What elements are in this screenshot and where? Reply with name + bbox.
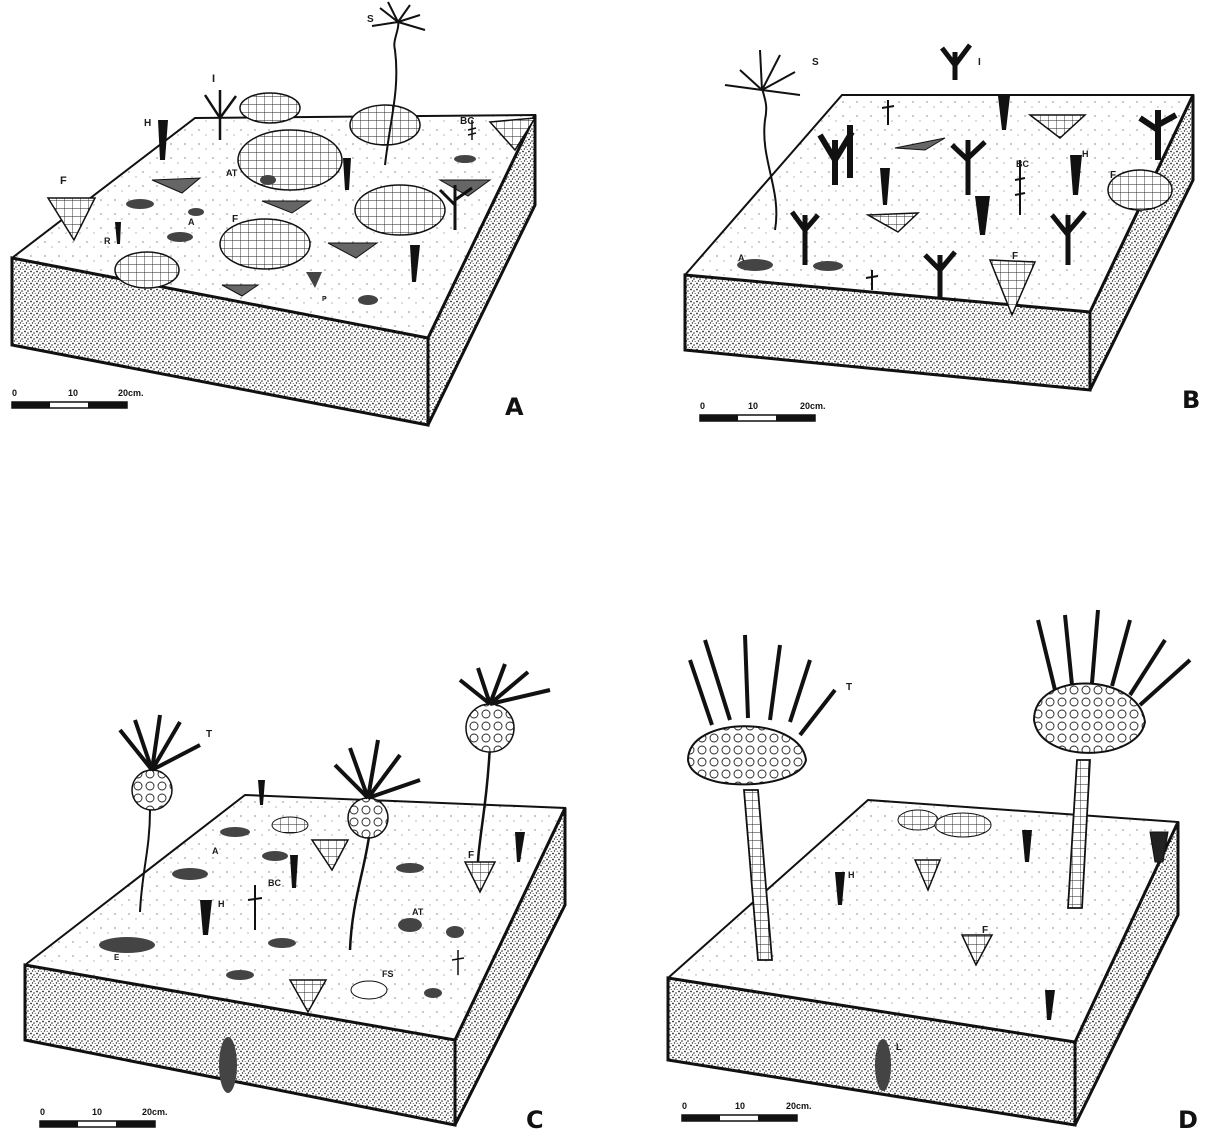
organism-label-h: H <box>1082 149 1089 159</box>
panel-b: S I H BC F A F 0 10 20cm. B <box>685 45 1200 421</box>
organism-label-a: A <box>738 253 745 263</box>
organism-label-bc: BC <box>460 116 474 127</box>
organism-label-at: AT <box>412 907 424 917</box>
organism-label-bc: BC <box>268 878 281 888</box>
panel-label-b: B <box>1182 386 1200 414</box>
organism-label-s: S <box>367 14 374 25</box>
scale-label-10: 10 <box>68 388 78 398</box>
organism-label-a: A <box>212 846 219 856</box>
organism-label-f2: F <box>232 214 238 225</box>
panel-c: T A BC H F AT E FS 0 10 20cm. C <box>25 664 565 1134</box>
scale-label-20: 20cm. <box>786 1101 812 1111</box>
panel-label-d: D <box>1178 1106 1198 1134</box>
organism-label-t: T <box>206 729 212 740</box>
organism-label-h: H <box>848 870 855 880</box>
organism-label-f: F <box>982 925 988 936</box>
scale-label-10: 10 <box>748 401 758 411</box>
scale-label-20: 20cm. <box>118 388 144 398</box>
scale-label-0: 0 <box>700 401 705 411</box>
organism-label-bc: BC <box>1016 159 1029 169</box>
organism-label-i: I <box>212 73 215 85</box>
scale-label-10: 10 <box>92 1107 102 1117</box>
organism-label-h: H <box>218 899 225 909</box>
scale-label-0: 0 <box>12 388 17 398</box>
organism-label-f: F <box>60 175 67 187</box>
organism-label-at: AT <box>226 168 238 178</box>
organism-label-fs: FS <box>382 969 394 979</box>
scale-bar: 0 10 20cm. <box>12 388 144 408</box>
panel-d: T H F L 0 10 20cm. D <box>668 610 1198 1134</box>
organism-label-r: R <box>104 236 111 246</box>
panel-label-a: A <box>505 393 524 421</box>
panel-label-c: C <box>526 1106 544 1134</box>
organism-label-i: I <box>978 57 981 68</box>
scale-bar: 0 10 20cm. <box>700 401 826 421</box>
scale-label-20: 20cm. <box>142 1107 168 1117</box>
scale-label-20: 20cm. <box>800 401 826 411</box>
organism-label-f: F <box>1110 170 1116 181</box>
organism-label-e: E <box>114 953 120 962</box>
organism-label-l: L <box>896 1042 902 1052</box>
organism-label-f2: F <box>1012 251 1018 262</box>
organism-label-p: P <box>322 296 327 303</box>
scale-label-10: 10 <box>735 1101 745 1111</box>
organism-label-t: T <box>846 682 852 693</box>
sediment-block <box>668 800 1178 1125</box>
organism-label-h: H <box>144 118 151 129</box>
scale-label-0: 0 <box>40 1107 45 1117</box>
sediment-block <box>25 795 565 1125</box>
organism-label-a: A <box>188 217 195 227</box>
scale-label-0: 0 <box>682 1101 687 1111</box>
scale-bar: 0 10 20cm. <box>682 1101 812 1121</box>
scale-bar: 0 10 20cm. <box>40 1107 168 1127</box>
panel-a: S I H BC F AT A F R P 0 10 20cm. A <box>12 2 535 425</box>
organism-label-s: S <box>812 57 819 68</box>
organism-label-f: F <box>468 850 474 861</box>
